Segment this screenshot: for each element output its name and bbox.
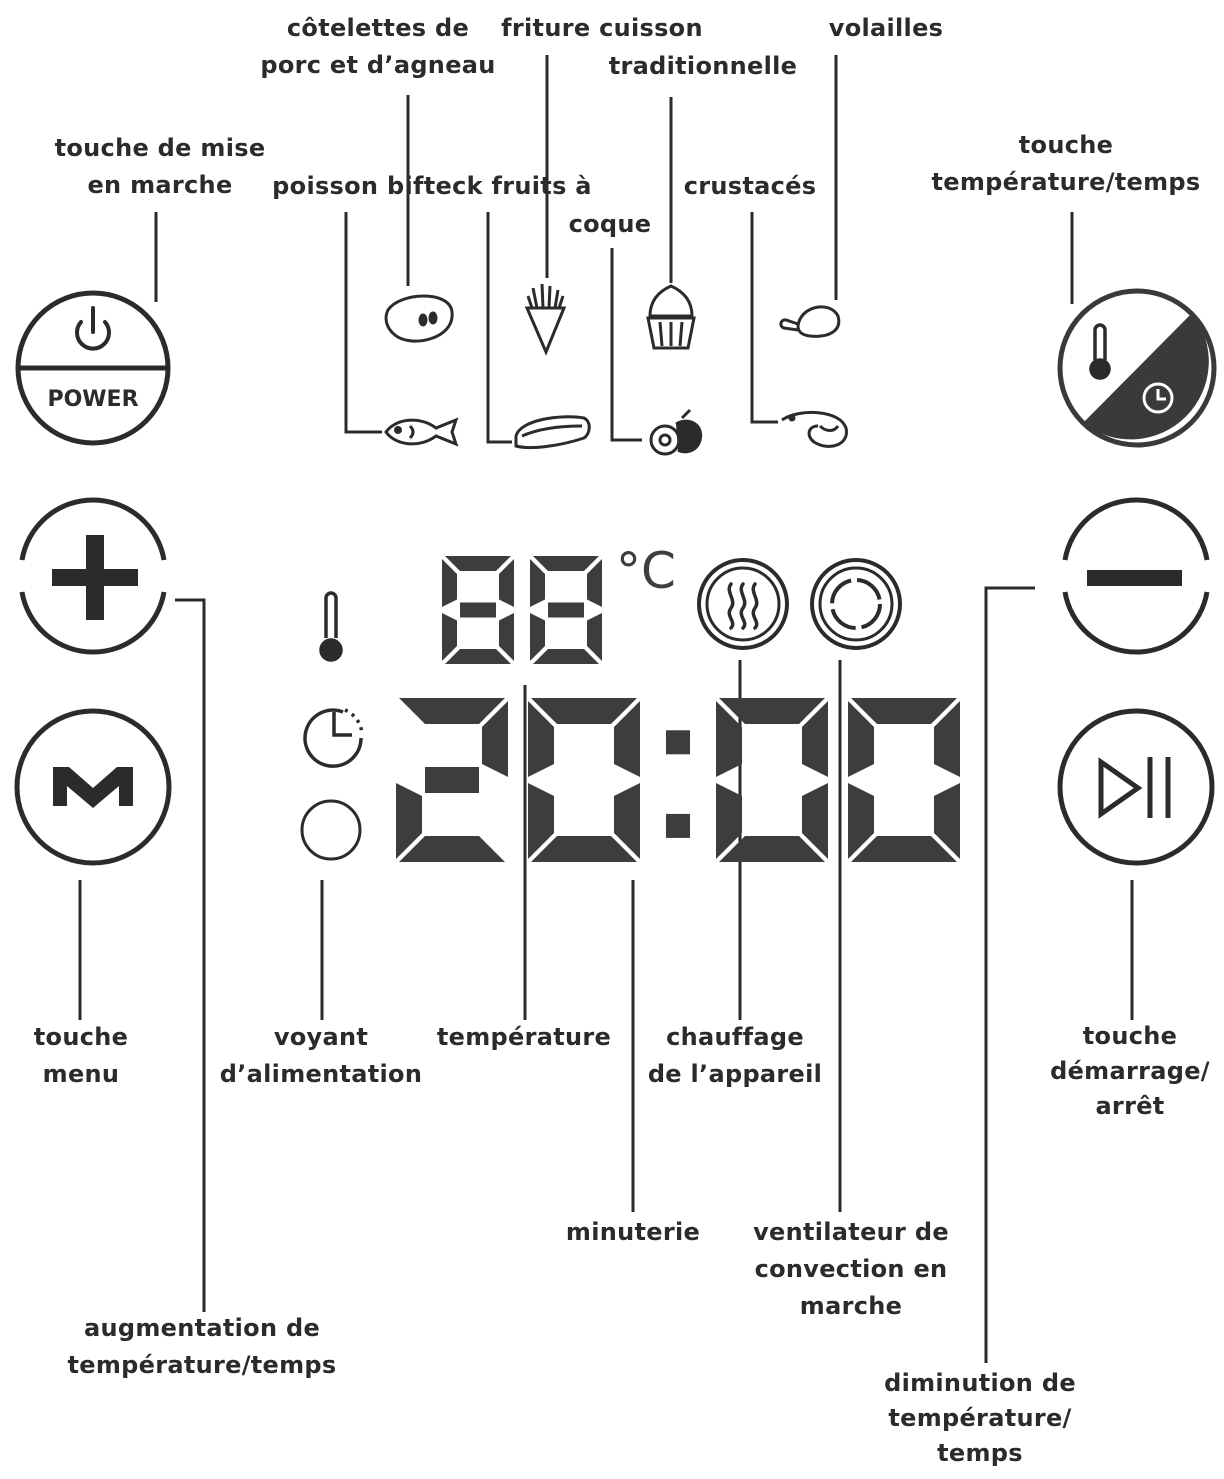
play-pause-icon [1098, 757, 1171, 819]
minus-button[interactable] [1062, 497, 1210, 655]
lcd-segment [399, 698, 505, 724]
lcd-segment [719, 698, 825, 724]
lcd-segment [848, 701, 874, 777]
power-button[interactable]: POWER [15, 290, 171, 446]
lcd-digit [716, 698, 828, 862]
minus-icon [1087, 570, 1182, 586]
temp-time-button[interactable] [1057, 288, 1217, 448]
thermometer-icon [1089, 323, 1111, 380]
poultry-icon [779, 305, 841, 338]
lcd-segment [533, 649, 599, 664]
lcd-digit [528, 698, 640, 862]
power-light-indicator [300, 799, 362, 861]
lcd-digit [442, 556, 514, 664]
fan-icon [830, 578, 882, 630]
lcd-segment [530, 559, 545, 607]
lcd-segment [531, 836, 637, 862]
lcd-segment [442, 559, 457, 607]
lcd-segment [851, 836, 957, 862]
leader-lines [78, 55, 1134, 1363]
label-traditional: traditionnelle [608, 52, 798, 80]
temperature-unit: °C [616, 542, 676, 600]
lcd-segment [425, 767, 479, 793]
steak-icon [514, 415, 591, 450]
lcd-segment [802, 701, 828, 777]
lcd-segment [499, 613, 514, 661]
fan-indicator [810, 558, 902, 650]
start-stop-button[interactable] [1057, 708, 1215, 866]
menu-m-icon [53, 767, 133, 808]
nuts-icon [649, 408, 703, 456]
lcd-segment [848, 783, 874, 859]
plus-button[interactable] [19, 497, 167, 655]
heating-indicator [697, 558, 789, 650]
lcd-segment [587, 613, 602, 661]
thermometer-clock-icon [1089, 323, 1174, 414]
lcd-segment [716, 701, 742, 777]
temperature-display [442, 556, 602, 664]
lcd-digit [848, 698, 960, 862]
plus-icon [52, 535, 138, 620]
lcd-segment [531, 698, 637, 724]
lcd-segment [482, 701, 508, 777]
lcd-segment [802, 783, 828, 859]
lcd-digit [396, 698, 508, 862]
label-shellfish: crustacés [683, 172, 817, 200]
lcd-segment [719, 836, 825, 862]
cupcake-icon [646, 284, 696, 350]
lcd-segment [587, 559, 602, 607]
shrimp-icon [781, 410, 848, 448]
lcd-segment [445, 556, 511, 571]
lcd-segment [499, 559, 514, 607]
power-icon [75, 306, 111, 351]
label-fries: friture cuisson [501, 14, 703, 42]
power-button-label: POWER [47, 387, 138, 412]
lcd-segment [399, 836, 505, 862]
label-timer: minuterie [565, 1218, 701, 1246]
menu-button[interactable] [14, 708, 172, 866]
lcd-segment [934, 701, 960, 777]
lcd-segment [528, 783, 554, 859]
lcd-segment [530, 613, 545, 661]
lcd-segment [716, 783, 742, 859]
label-temperature: température [436, 1023, 612, 1051]
food-icons [384, 283, 848, 456]
heat-waves-icon [727, 582, 759, 630]
lcd-segment [548, 602, 584, 618]
label-nuts-line2: coque [568, 210, 652, 238]
lcd-segment [528, 701, 554, 777]
lcd-segment [851, 698, 957, 724]
lcd-segment [445, 649, 511, 664]
label-fish-steak-nuts: poisson bifteck fruits à [272, 172, 592, 200]
lcd-segment [396, 783, 422, 859]
lcd-segment [614, 701, 640, 777]
lcd-colon-dot [666, 813, 690, 838]
timer-display [396, 698, 960, 862]
fries-icon [524, 283, 567, 356]
fish-icon [384, 417, 459, 447]
lcd-segment [934, 783, 960, 859]
indicator-clock-icon [303, 708, 364, 768]
pork-chop-icon [384, 294, 454, 343]
lcd-colon-dot [666, 730, 690, 755]
lcd-segment [460, 602, 496, 618]
label-poultry: volailles [828, 14, 944, 42]
lcd-segment [614, 783, 640, 859]
lcd-segment [442, 613, 457, 661]
clock-icon [1142, 382, 1174, 414]
lcd-segment [533, 556, 599, 571]
indicator-thermometer-icon [319, 591, 343, 662]
lcd-digit [530, 556, 602, 664]
